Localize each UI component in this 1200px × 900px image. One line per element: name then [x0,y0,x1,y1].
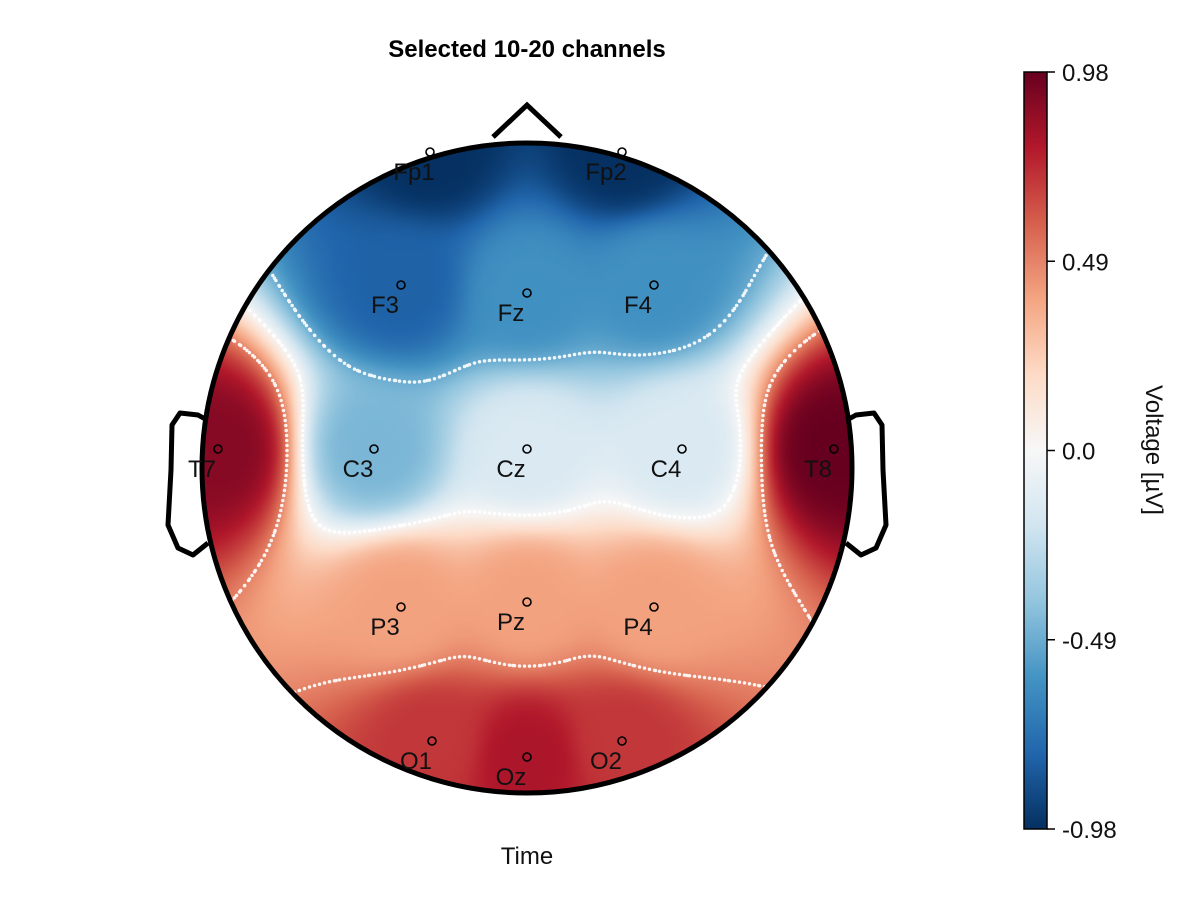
electrode-c3: C3 [343,444,379,483]
electrode-label: C4 [651,456,682,483]
electrode-marker [677,444,687,454]
colorbar-rect [1023,71,1048,830]
colorbar-tick-label: 0.0 [1062,439,1095,466]
electrode-cz: Cz [496,444,532,483]
colorbar-tick-label: 0.49 [1062,249,1109,276]
left-ear-outline [165,410,210,558]
electrode-label: Oz [496,764,527,791]
electrode-fp1: Fp1 [393,147,435,186]
electrode-label: T7 [188,456,216,483]
electrode-label: Fz [498,300,525,327]
x-axis-label: Time [501,843,553,870]
electrode-label: Cz [496,456,525,483]
chart-title: Selected 10-20 channels [388,36,665,63]
electrode-c4: C4 [651,444,687,483]
electrode-o1: O1 [400,736,437,775]
electrode-marker [522,752,532,762]
electrode-label: Pz [497,609,525,636]
electrode-label: Fp2 [585,159,626,186]
electrode-label: P4 [623,614,652,641]
colorbar-tick-label: -0.98 [1062,817,1117,844]
electrode-label: O2 [590,748,622,775]
electrode-marker [649,602,659,612]
electrode-label: O1 [400,748,432,775]
electrode-o2: O2 [590,736,627,775]
electrode-marker [425,147,435,157]
head-outline [199,140,855,796]
electrode-fz: Fz [498,288,532,327]
electrode-marker [522,444,532,454]
electrode-p3: P3 [370,602,406,641]
electrode-label: C3 [343,456,374,483]
electrode-marker [427,736,437,746]
electrode-label: T8 [804,456,832,483]
colorbar-tick-label: -0.49 [1062,628,1117,655]
electrode-f4: F4 [624,280,659,319]
electrode-t7: T7 [188,444,223,483]
electrode-marker [213,444,223,454]
electrode-label: F3 [371,292,399,319]
electrode-fp2: Fp2 [585,147,627,186]
electrode-marker [522,288,532,298]
nose-outline [491,101,563,139]
electrode-label: Fp1 [393,159,434,186]
electrode-marker [369,444,379,454]
electrode-marker [649,280,659,290]
electrode-marker [396,602,406,612]
electrode-marker [396,280,406,290]
electrode-t8: T8 [804,444,839,483]
colorbar-tick-label: 0.98 [1062,60,1109,87]
electrode-label: F4 [624,292,652,319]
electrode-marker [522,597,532,607]
electrode-p4: P4 [623,602,659,641]
colorbar: 0.98 0.49 0.0 -0.49 -0.98 Voltage [µV] [1023,60,1167,844]
electrode-marker [617,736,627,746]
electrode-oz: Oz [496,752,532,791]
right-ear-outline [844,410,889,558]
heatmap-field [202,143,852,793]
electrode-pz: Pz [497,597,532,636]
colorbar-label: Voltage [µV] [1140,385,1167,515]
electrode-f3: F3 [371,280,406,319]
electrode-label: P3 [370,614,399,641]
colorbar-ticks: 0.98 0.49 0.0 -0.49 -0.98 [1047,60,1117,844]
electrode-marker [829,444,839,454]
electrode-marker [617,147,627,157]
